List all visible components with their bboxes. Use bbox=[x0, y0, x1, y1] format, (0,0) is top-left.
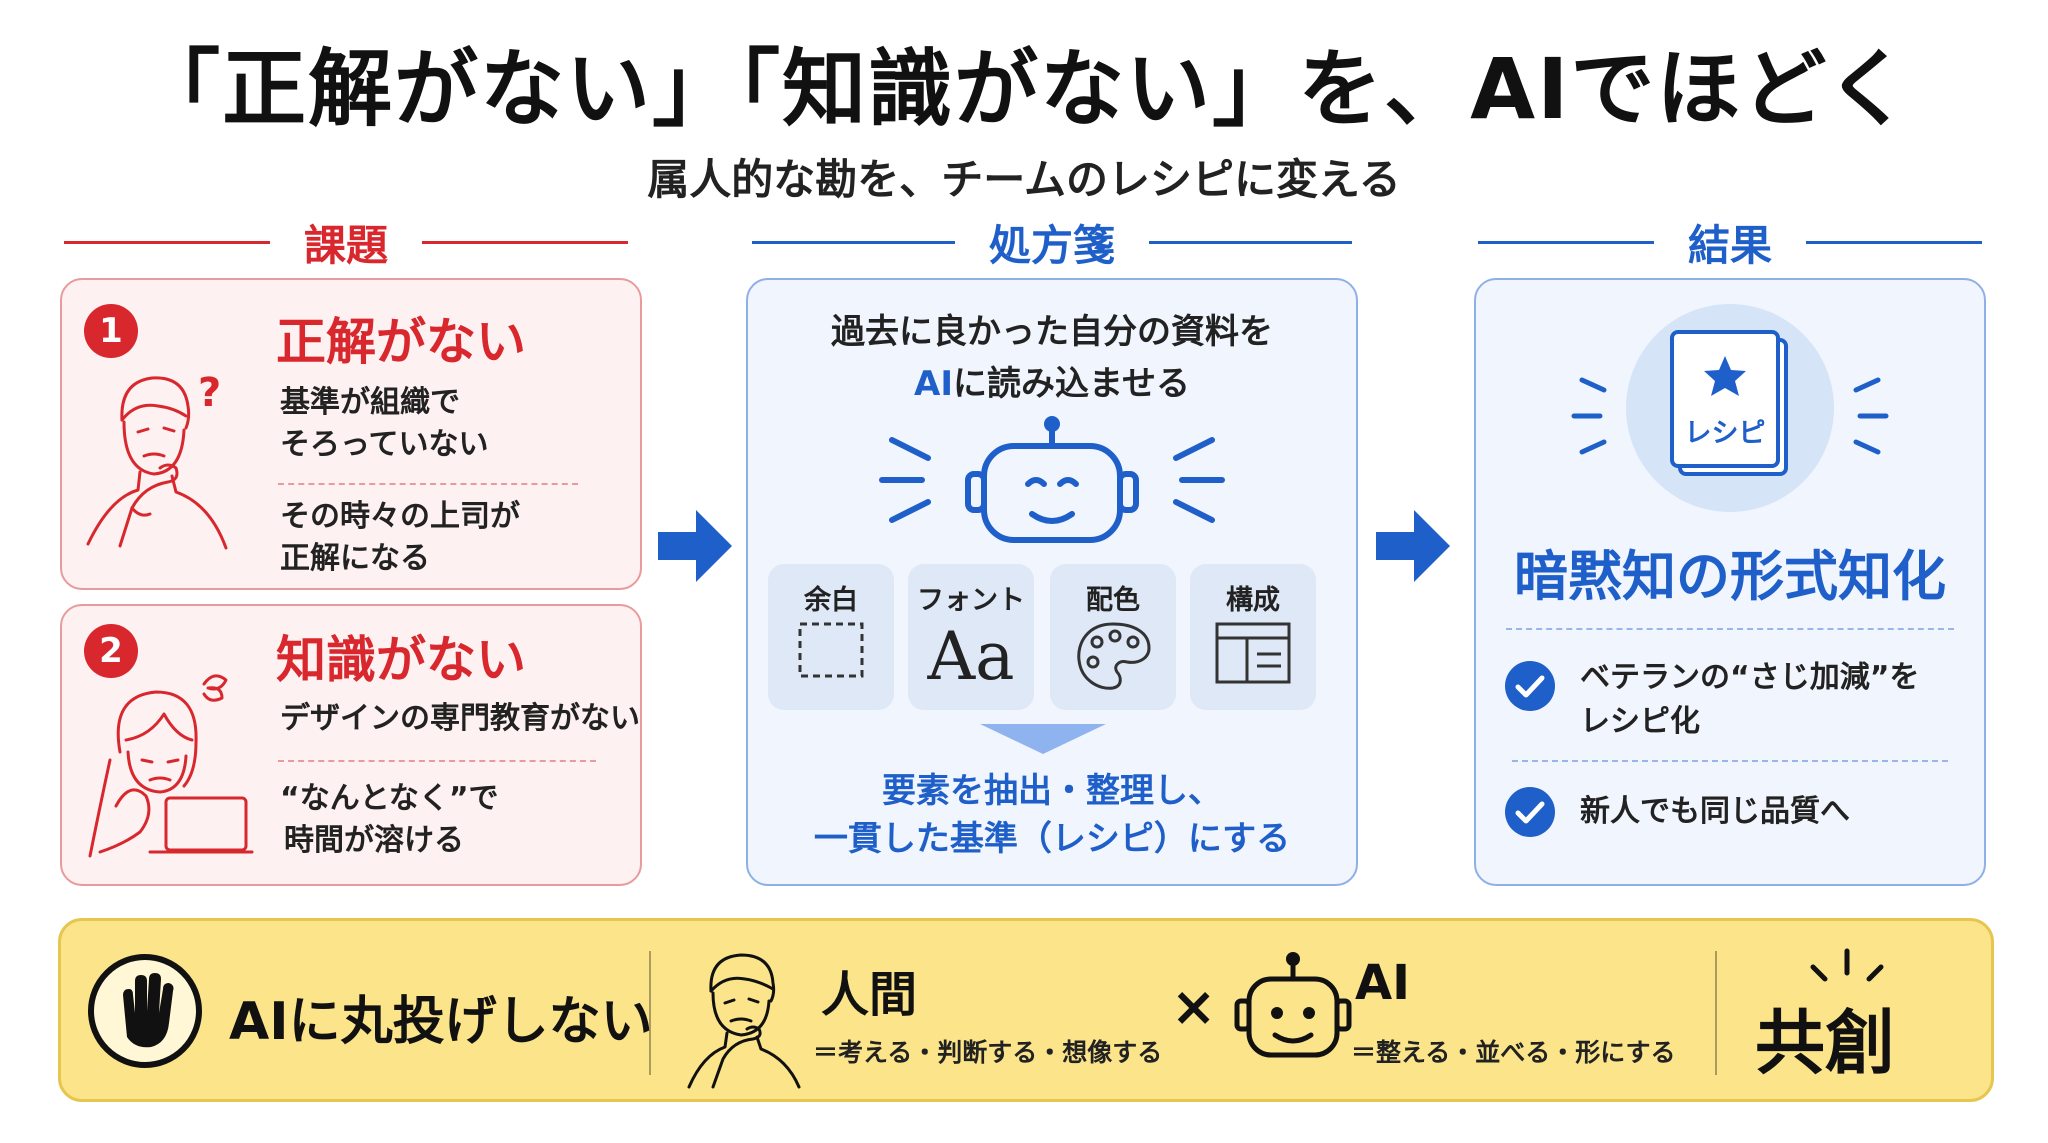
human-description: ＝考える・判断する・想像する bbox=[813, 1038, 1163, 1067]
problem-2-point-2-line-2: 時間が溶ける bbox=[284, 823, 464, 858]
ai-title: AI bbox=[1355, 955, 1411, 1011]
problem-title-2: 知識がない bbox=[276, 631, 526, 689]
check-icon bbox=[1505, 787, 1555, 837]
cocreation-text: 共創 bbox=[1755, 1002, 1895, 1084]
ai-description: ＝整える・並べる・形にする bbox=[1351, 1038, 1676, 1067]
problem-1-divider bbox=[278, 483, 578, 485]
problem-2-point-2-line-1: “なんとなく”で bbox=[280, 781, 499, 816]
problem-1-point-2-line-2: 正解になる bbox=[280, 541, 430, 576]
problem-title-1: 正解がない bbox=[276, 313, 526, 371]
prescription-result-line-1: 要素を抽出・整理し、 bbox=[882, 771, 1222, 811]
problem-1-point-1-line-2: そろっていない bbox=[280, 427, 489, 462]
section-label-problem: 課題 bbox=[304, 220, 389, 270]
dashed-square-icon bbox=[798, 622, 864, 678]
banner-divider-1 bbox=[649, 951, 651, 1075]
result-item-2-line-1: 新人でも同じ品質へ bbox=[1580, 794, 1850, 829]
arrow-right-icon bbox=[658, 510, 732, 582]
element-label-font: フォント bbox=[917, 585, 1025, 616]
page-subtitle: 属人的な勘を、チームのレシピに変える bbox=[647, 155, 1401, 204]
no-delegate-text: AIに丸投げしない bbox=[229, 992, 653, 1052]
palette-icon bbox=[1077, 622, 1151, 690]
element-label-structure: 構成 bbox=[1226, 585, 1280, 616]
problem-card-2 bbox=[60, 604, 642, 886]
arrow-right-icon bbox=[1376, 510, 1450, 582]
element-label-margin: 余白 bbox=[804, 585, 858, 616]
down-triangle-icon bbox=[980, 724, 1106, 754]
prescription-line-2-rest: に読み込ませる bbox=[952, 364, 1190, 404]
book-label: レシピ bbox=[1685, 418, 1766, 449]
problem-2-divider bbox=[278, 760, 596, 762]
problem-1-point-1-line-1: 基準が組織で bbox=[280, 385, 460, 420]
section-heading-result: 結果 bbox=[1478, 212, 1983, 272]
layout-icon bbox=[1215, 622, 1291, 684]
result-divider-middle bbox=[1512, 760, 1948, 762]
check-icon bbox=[1505, 661, 1555, 711]
robot-icon bbox=[1234, 952, 1352, 1058]
prescription-line-1: 過去に良かった自分の資料を bbox=[831, 312, 1273, 352]
result-divider-top bbox=[1506, 628, 1954, 630]
robot-icon bbox=[879, 416, 1225, 543]
times-symbol: × bbox=[1171, 975, 1217, 1038]
prescription-ai-label: AI bbox=[914, 364, 953, 404]
result-item-1-line-1: ベテランの“さじ加減”を bbox=[1580, 660, 1920, 695]
problem-number-2: 2 bbox=[84, 624, 138, 678]
worried-woman-laptop-icon bbox=[88, 674, 254, 858]
prescription-result-line-2: 一貫した基準（レシピ）にする bbox=[813, 819, 1291, 859]
result-item-1-line-2: レシピ化 bbox=[1580, 704, 1700, 739]
element-card-color: 配色 bbox=[1050, 564, 1176, 710]
svg-text:?: ? bbox=[198, 370, 221, 416]
bottom-banner: AIに丸投げしない 人間 ＝考える・判断する・想像する × AI ＝整える・並べ… bbox=[58, 918, 1994, 1102]
section-heading-problem: 課題 bbox=[64, 212, 629, 272]
spark-lines-icon bbox=[1810, 948, 1884, 982]
result-title: 暗黙知の形式知化 bbox=[1514, 545, 1946, 608]
problem-2-point-1-line-1: デザインの専門教育がない bbox=[280, 701, 640, 736]
confused-man-icon: ? bbox=[86, 370, 228, 550]
page-title: 「正解がない」「知識がない」を、AIでほどく bbox=[136, 40, 1912, 138]
element-card-margin: 余白 bbox=[768, 564, 894, 710]
section-heading-prescription: 処方箋 bbox=[752, 212, 1353, 272]
human-title: 人間 bbox=[821, 967, 918, 1023]
problem-number-1: 1 bbox=[84, 304, 138, 358]
stop-hand-icon bbox=[88, 954, 202, 1068]
element-label-color: 配色 bbox=[1086, 585, 1140, 616]
prescription-line-2: AIに読み込ませる bbox=[746, 358, 1358, 410]
problem-card-1 bbox=[60, 278, 642, 590]
recipe-book-icon: レシピ bbox=[1571, 304, 1889, 512]
section-label-prescription: 処方箋 bbox=[989, 220, 1116, 270]
font-aa-icon: Aa bbox=[927, 618, 1015, 695]
element-card-structure: 構成 bbox=[1190, 564, 1316, 710]
problem-1-point-2-line-1: その時々の上司が bbox=[280, 499, 520, 534]
element-card-font: フォント Aa bbox=[908, 564, 1034, 710]
banner-divider-2 bbox=[1715, 951, 1717, 1075]
thinking-man-icon bbox=[687, 953, 801, 1089]
section-label-result: 結果 bbox=[1688, 220, 1773, 270]
